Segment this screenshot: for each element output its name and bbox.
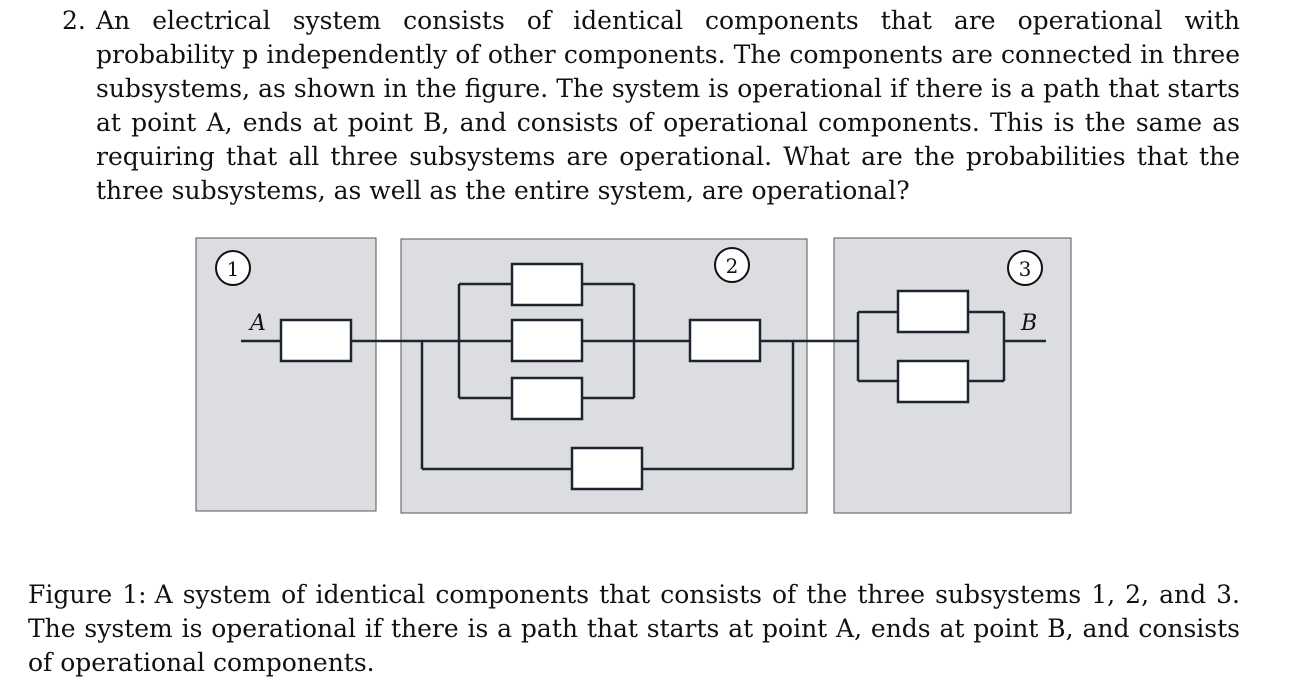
- component-subsystem-2-parallel-top: [510, 262, 584, 307]
- component-subsystem-2-series: [688, 318, 762, 363]
- component-subsystem-2-bypass: [570, 446, 644, 491]
- subsystem-2-number: 2: [726, 254, 739, 278]
- component-subsystem-1: [279, 318, 353, 363]
- component-subsystem-3-bottom: [896, 359, 970, 404]
- point-a-label: A: [248, 311, 266, 336]
- subsystem-1-number: 1: [227, 257, 240, 281]
- figure-caption: Figure 1:A system of identical component…: [28, 578, 1240, 680]
- subsystem-3-label: 3: [1007, 250, 1043, 286]
- point-b-label: B: [1020, 311, 1037, 336]
- subsystem-2-label: 2: [714, 247, 750, 283]
- component-subsystem-3-top: [896, 289, 970, 334]
- subsystem-1-label: 1: [215, 250, 251, 286]
- components: [279, 262, 970, 491]
- subsystem-3-number: 3: [1019, 257, 1032, 281]
- problem-number: 2.: [62, 6, 86, 35]
- circuit-wires: [241, 282, 1046, 471]
- caption-text: A system of identical components that co…: [28, 580, 1241, 677]
- problem-text: An electrical system consists of identic…: [96, 6, 1240, 205]
- caption-label: Figure 1:: [28, 580, 147, 609]
- component-subsystem-2-parallel-bottom: [510, 376, 584, 421]
- component-subsystem-2-parallel-middle: [510, 318, 584, 363]
